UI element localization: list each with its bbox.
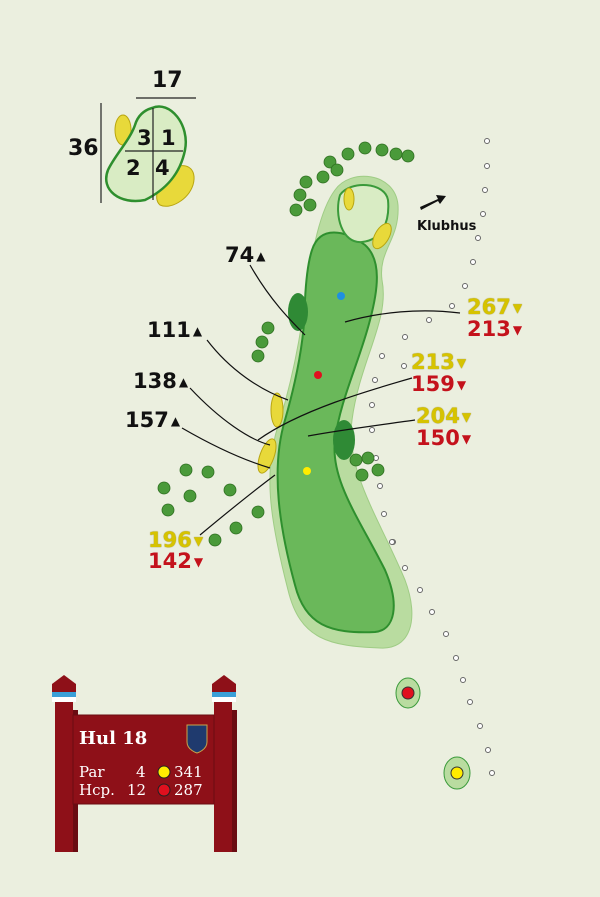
distance-value: 138 xyxy=(133,369,177,393)
yellow-distance: 267▼ xyxy=(467,296,522,319)
bunkers xyxy=(257,187,392,474)
hcp-value: 12 xyxy=(127,781,147,799)
red-tee-icon xyxy=(157,783,171,797)
green-diagram xyxy=(100,97,196,207)
distance-value: 150 xyxy=(416,426,460,450)
up-triangle-icon: ▲ xyxy=(170,414,181,428)
distance-value: 267 xyxy=(467,295,511,319)
down-triangle-icon: ▼ xyxy=(193,534,204,548)
yellow-tee-icon xyxy=(157,765,171,779)
distance-value: 157 xyxy=(125,408,169,432)
down-triangle-icon: ▼ xyxy=(461,432,472,446)
up-triangle-icon: ▲ xyxy=(192,324,203,338)
down-triangle-icon: ▼ xyxy=(193,555,204,569)
arrow-icon xyxy=(420,195,446,210)
distance-lines xyxy=(181,264,461,536)
yellow-marker xyxy=(303,467,311,475)
yellow-distance: 196▼ xyxy=(148,529,203,552)
distance-value: 111 xyxy=(147,318,191,342)
distance-value: 159 xyxy=(411,372,455,396)
clubhouse-label: Klubhus xyxy=(417,219,477,234)
up-triangle-icon: ▲ xyxy=(178,375,189,389)
red-tee-length: 287 xyxy=(174,781,203,799)
red-marker xyxy=(314,371,322,379)
red-distance: 150▼ xyxy=(416,427,471,450)
yellow-tee-length: 341 xyxy=(174,763,203,781)
distance-value: 196 xyxy=(148,528,192,552)
distance-74: 74▲ xyxy=(225,244,265,267)
hole-number: Hul 18 xyxy=(79,728,148,749)
green-zone-4: 4 xyxy=(155,156,170,180)
green-zone-1: 1 xyxy=(161,126,176,150)
down-triangle-icon: ▼ xyxy=(456,356,467,370)
red-distance: 159▼ xyxy=(411,373,466,396)
distance-value: 74 xyxy=(225,243,255,267)
distance-157: 157▲ xyxy=(125,409,180,432)
mounds xyxy=(288,293,355,460)
blue-marker xyxy=(337,292,345,300)
yellow-tee-icon xyxy=(450,766,464,780)
red-tee-icon xyxy=(401,686,415,700)
boundary-markers xyxy=(369,138,495,776)
red-distance: 213▼ xyxy=(467,318,522,341)
down-triangle-icon: ▼ xyxy=(512,301,523,315)
green-zone-3: 3 xyxy=(137,126,152,150)
red-distance: 142▼ xyxy=(148,550,203,573)
down-triangle-icon: ▼ xyxy=(461,410,472,424)
down-triangle-icon: ▼ xyxy=(456,378,467,392)
hole-sign xyxy=(52,675,237,852)
green-depth: 36 xyxy=(68,136,99,161)
yellow-distance: 213▼ xyxy=(411,351,466,374)
green-zone-2: 2 xyxy=(126,156,141,180)
down-triangle-icon: ▼ xyxy=(512,323,523,337)
distance-value: 204 xyxy=(416,404,460,428)
green-width: 17 xyxy=(152,68,183,93)
club-logo xyxy=(186,724,208,754)
par-value: 4 xyxy=(136,763,146,781)
distance-value: 213 xyxy=(467,317,511,341)
yellow-distance: 204▼ xyxy=(416,405,471,428)
hcp-label: Hcp. xyxy=(79,781,115,799)
trees xyxy=(157,141,415,547)
distance-value: 142 xyxy=(148,549,192,573)
par-label: Par xyxy=(79,763,105,781)
distance-138: 138▲ xyxy=(133,370,188,393)
up-triangle-icon: ▲ xyxy=(256,249,266,263)
distance-111: 111▲ xyxy=(147,319,202,342)
distance-value: 213 xyxy=(411,350,455,374)
